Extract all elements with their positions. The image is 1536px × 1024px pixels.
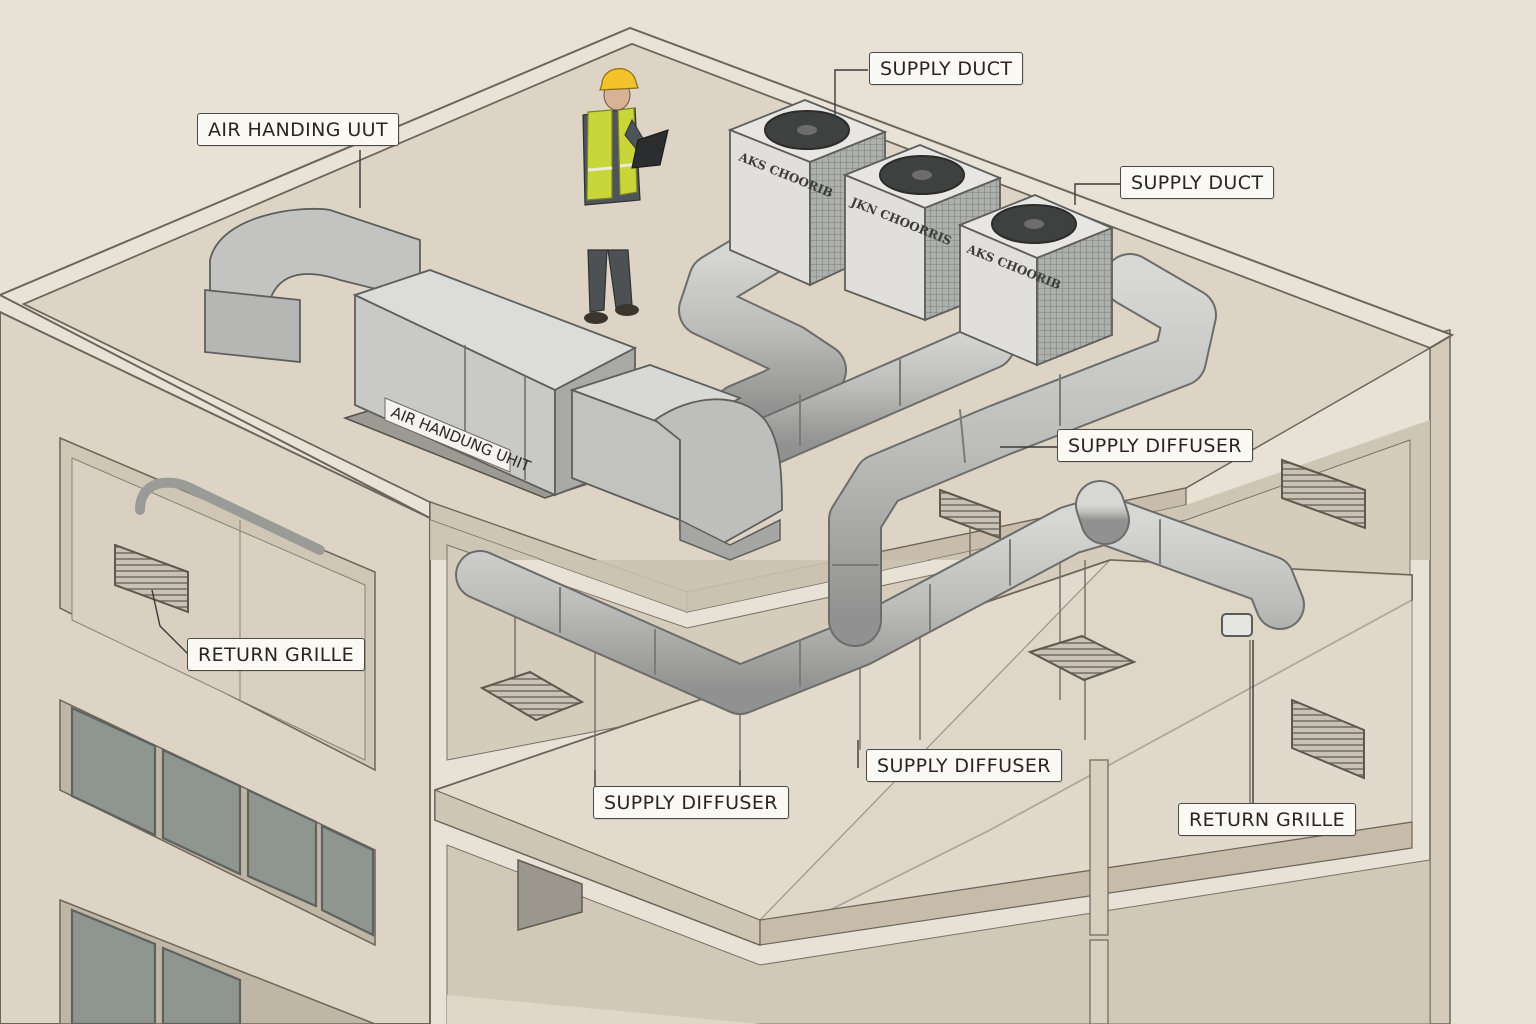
air-handling-unit: AIR HANDUNG UHIT	[204, 207, 783, 561]
facade-openings	[59, 436, 583, 1024]
label-return-grille-right: RETURN GRILLE	[1178, 803, 1357, 836]
label-supply-duct-right: SUPPLY DUCT	[1120, 166, 1275, 199]
label-supply-duct-top: SUPPLY DUCT	[869, 52, 1024, 85]
label-supply-diffuser-left: SUPPLY DIFFUSER	[593, 786, 789, 819]
leader-lines	[151, 69, 1254, 803]
condenser-unit-3: AKS CHOORIB	[957, 194, 1115, 367]
label-supply-diffuser-right: SUPPLY DIFFUSER	[1057, 429, 1253, 462]
worker-figure	[582, 68, 669, 324]
return-grille-right-upper	[1281, 458, 1366, 530]
label-supply-diffuser-center: SUPPLY DIFFUSER	[866, 749, 1062, 782]
supply-diffuser-floor-2	[1027, 634, 1137, 682]
interior-ductwork	[455, 480, 1305, 715]
ceiling-grille	[939, 488, 1001, 540]
label-air-handling-unit: AIR HANDING UUT	[197, 113, 399, 146]
return-grille-upper-left	[114, 543, 189, 614]
window-panes-middle	[70, 706, 375, 937]
label-return-grille-left: RETURN GRILLE	[187, 638, 366, 671]
condenser-unit-1: AKS CHOORIB	[727, 99, 888, 287]
supply-diffuser-floor-1	[479, 670, 585, 722]
return-grille-right-lower	[1291, 698, 1365, 780]
